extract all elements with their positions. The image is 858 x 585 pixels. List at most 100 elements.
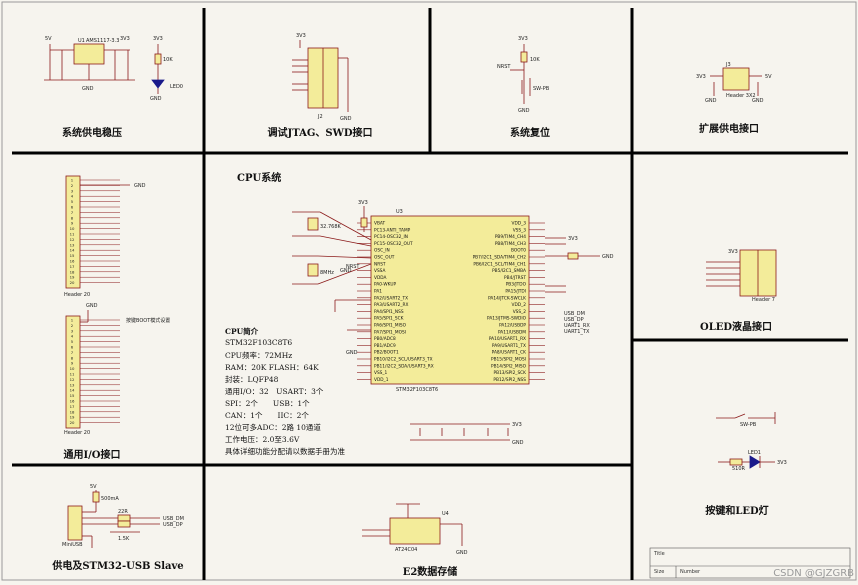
title-field: Title: [653, 551, 665, 557]
gnd-i: GND: [340, 268, 352, 274]
usb-connector-label: MiniUSB: [62, 542, 83, 548]
v5-net-a: 5V: [45, 36, 52, 42]
size-field: Size: [654, 569, 664, 575]
header-pin-number: 13: [70, 382, 75, 387]
mcu-pin-name: PB11/I2C2_SDA/USART3_RX: [374, 363, 434, 369]
mcu-pin-name: VDD_2: [512, 302, 527, 308]
usb-dm-b: USB_DM: [163, 516, 184, 522]
v33-net-j: 3V3: [777, 460, 787, 466]
cpu-intro-line: 工作电压：2.0至3.6V: [225, 435, 300, 444]
title-keys-led: 按键和LED灯: [705, 506, 769, 517]
r-usb-a: 22R: [118, 509, 128, 515]
v5-net-c: 5V: [90, 484, 97, 490]
header-pin-number: 20: [70, 280, 75, 285]
mcu-pin-name: VDD_1: [374, 377, 389, 383]
title-eeprom: E2数据存储: [402, 567, 458, 578]
mcu-pin-name: PB10/I2C2_SCL/USART3_TX: [374, 357, 433, 363]
gnd-h: GND: [86, 303, 98, 309]
mcu-pin-name: PB12/SPI2_NSS: [493, 377, 526, 383]
mcu-pin-name: VDDA: [374, 275, 386, 281]
cpu-intro-line: 封装：LQFP48: [225, 375, 279, 384]
mcu-part: STM32F103C8T6: [396, 387, 438, 393]
v33-net-c: 3V3: [296, 33, 306, 39]
io-header-1: [65, 175, 130, 289]
header-pin-number: 12: [70, 237, 75, 242]
nrst-mcu: NRST: [346, 264, 360, 270]
header-pin-number: 19: [70, 415, 75, 420]
mcu-pin-name: BOOT0: [511, 248, 526, 254]
gnd-l: GND: [512, 440, 524, 446]
header-pin-number: 20: [70, 420, 75, 425]
io-header-2: [65, 310, 89, 429]
header-pin-number: 15: [70, 393, 75, 398]
header-pin-number: 8: [71, 355, 74, 360]
gnd-d: GND: [518, 108, 530, 114]
v33-net-b: 3V3: [153, 36, 163, 42]
title-usb: 供电及STM32-USB Slave: [52, 561, 184, 572]
cpu-intro-line: RAM：20K FLASH：64K: [225, 363, 319, 372]
watermark: CSDN @GJZGRB: [773, 568, 854, 579]
header-pin-number: 4: [71, 194, 74, 199]
uart-tx-net: UART1_TX: [564, 329, 590, 335]
title-oled: OLED液晶接口: [699, 322, 773, 333]
header-pin-number: 17: [70, 264, 75, 269]
mcu-pin-name: OSC_OUT: [374, 255, 395, 261]
mcu-pin-name: PB2/BOOT1: [374, 350, 399, 356]
cpu-intro-line: CPU频率：72MHz: [225, 351, 293, 360]
title-ext-power: 扩展供电接口: [699, 124, 759, 135]
rtc-crystal: 32.768K: [320, 224, 341, 230]
mcu-pin-name: VSS_3: [513, 227, 527, 233]
header-pin-number: 2: [71, 183, 74, 188]
header-pin-number: 12: [70, 377, 75, 382]
header-pin-number: 3: [71, 188, 74, 193]
header-pin-number: 7: [71, 210, 74, 215]
decoupling-caps: [410, 423, 510, 441]
cpu-intro-line: 12位可多ADC：2路 10通道: [225, 423, 321, 432]
mcu-left-pins: VBATPC13-ANTI_TAMPPC14-OSC32_INPC15-OSC3…: [357, 221, 434, 383]
mcu-pin-name: VBAT: [374, 221, 385, 227]
gnd-b: GND: [150, 96, 162, 102]
mcu-pin-name: PA7/SPI1_MOSI: [374, 329, 406, 335]
ext-ref: J3: [725, 62, 731, 68]
gnd-a: GND: [82, 86, 94, 92]
header-pin-number: 18: [70, 269, 75, 274]
cpu-intro-line: CAN：1个 IIC：2个: [225, 411, 309, 420]
v33-net-e: 3V3: [696, 74, 706, 80]
mcu-pin-name: PB8/TIM4_CH3: [495, 241, 526, 247]
mcu-pin-name: PB1/ADC9: [374, 343, 396, 349]
header-pin-number: 1: [71, 318, 74, 323]
mcu-pin-name: PB4/JTRST: [504, 275, 526, 281]
v5-net-b: 5V: [765, 74, 772, 80]
v33-net-d: 3V3: [518, 36, 528, 42]
ext-power-header: [710, 67, 762, 96]
mcu-pin-name: PA2/USART2_TX: [374, 295, 408, 301]
j2-part: Header 20: [64, 430, 90, 436]
v33-net-f: 3V3: [358, 200, 368, 206]
gnd-e: GND: [705, 98, 717, 104]
mcu-pin-name: PB5/I2C1_SMBA: [492, 268, 526, 274]
v33-net-a: 3V3: [120, 36, 130, 42]
r-led-label: 510R: [732, 466, 746, 472]
usb-dp-net: USB_DP: [564, 317, 584, 323]
crystal-area: [292, 206, 372, 331]
ldo-ref: U1: [78, 38, 85, 44]
mcu-ref: U3: [396, 209, 403, 215]
gnd-m: GND: [456, 550, 468, 556]
header-pin-number: 19: [70, 275, 75, 280]
mcu-pin-name: PB9/TIM4_CH4: [495, 234, 526, 240]
cpu-intro-line: 通用I/O：32 USART：3个: [225, 387, 324, 396]
v33-net-i: 3V3: [728, 249, 738, 255]
jtag-header: [292, 40, 349, 112]
gnd-k: GND: [602, 254, 614, 260]
header-pin-number: 16: [70, 399, 75, 404]
mcu-pin-name: PB3/JTDO: [506, 282, 527, 288]
header-pin-number: 16: [70, 259, 75, 264]
gnd-j: GND: [346, 350, 358, 356]
ext-part: Header 3X2: [726, 93, 756, 99]
mcu-pin-name: PA6/SPI1_MISO: [374, 323, 407, 329]
header-pin-number: 14: [70, 248, 75, 253]
number-field: Number: [680, 569, 701, 575]
